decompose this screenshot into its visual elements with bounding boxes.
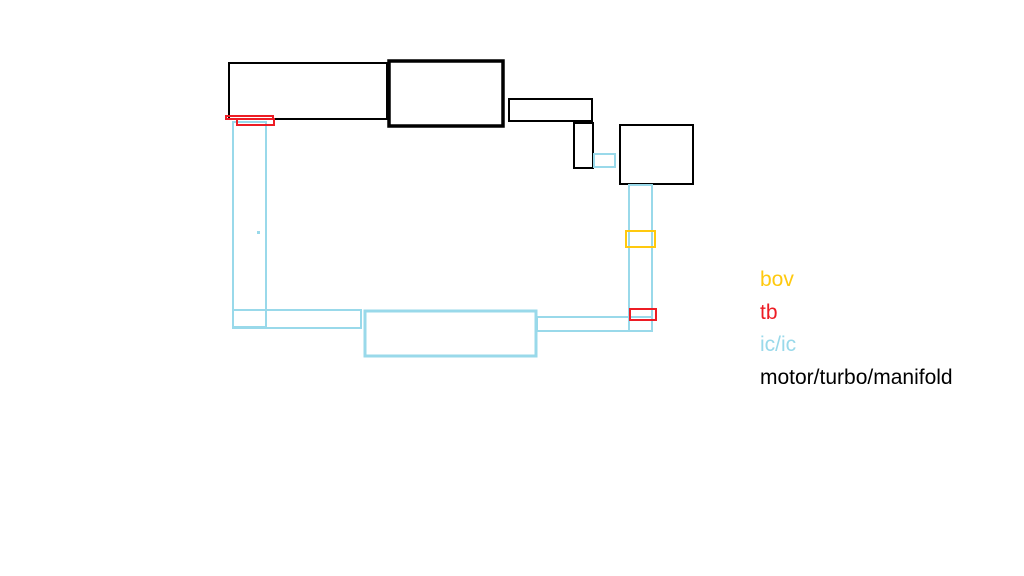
legend-bov: bov	[760, 268, 794, 291]
motor-block-2	[387, 59, 505, 128]
tb-marker-bottom	[629, 308, 657, 321]
manifold	[508, 98, 593, 122]
legend: bov tb ic/ic motor/turbo/manifold	[760, 264, 953, 394]
legend-motor: motor/turbo/manifold	[760, 365, 953, 389]
legend-tb: tb	[760, 300, 778, 324]
intercooler	[363, 309, 538, 358]
turbo	[619, 124, 694, 185]
tb-marker-top-2	[236, 118, 275, 126]
ic-dot	[257, 231, 260, 234]
legend-ic: ic/ic	[760, 333, 797, 356]
bov-marker	[625, 230, 656, 248]
left-pipe	[232, 121, 267, 328]
left-bottom-pipe	[232, 309, 362, 329]
motor-block	[228, 62, 388, 120]
manifold-down	[573, 122, 594, 169]
ic-coupler-small	[593, 153, 616, 168]
